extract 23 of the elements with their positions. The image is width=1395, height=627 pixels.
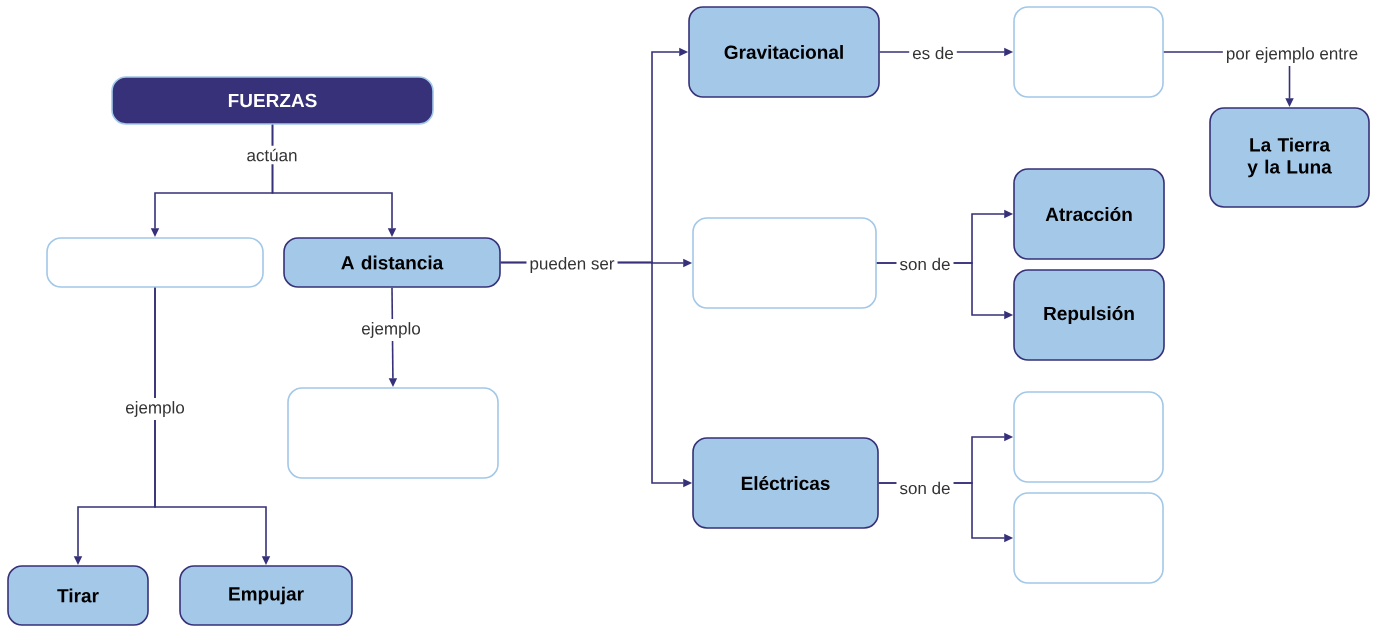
edge-label: son de: [896, 254, 954, 274]
empty-box: [1013, 391, 1164, 483]
concept-box: Empujar: [179, 565, 353, 626]
edge-label: actúan: [243, 145, 301, 165]
title-box: FUERZAS: [111, 76, 434, 125]
concept-box: La Tierra y la Luna: [1209, 107, 1370, 208]
concept-box: Repulsión: [1013, 269, 1165, 361]
concept-box: Gravitacional: [688, 6, 880, 98]
concept-box: Eléctricas: [692, 437, 879, 529]
concept-box: A distancia: [283, 237, 501, 288]
empty-box: [287, 387, 499, 479]
edge-label: por ejemplo entre: [1222, 44, 1362, 66]
edge-label: pueden ser: [526, 254, 618, 276]
concept-box: Atracción: [1013, 168, 1165, 260]
concept-box: Tirar: [7, 565, 149, 626]
empty-box: [1013, 6, 1164, 98]
edge-label: ejemplo: [358, 319, 424, 341]
empty-box: [46, 237, 264, 288]
empty-box: [692, 217, 877, 309]
edge-label: ejemplo: [122, 398, 188, 420]
empty-box: [1013, 492, 1164, 584]
edge-label: es de: [909, 43, 957, 63]
edge-label: son de: [896, 478, 954, 498]
